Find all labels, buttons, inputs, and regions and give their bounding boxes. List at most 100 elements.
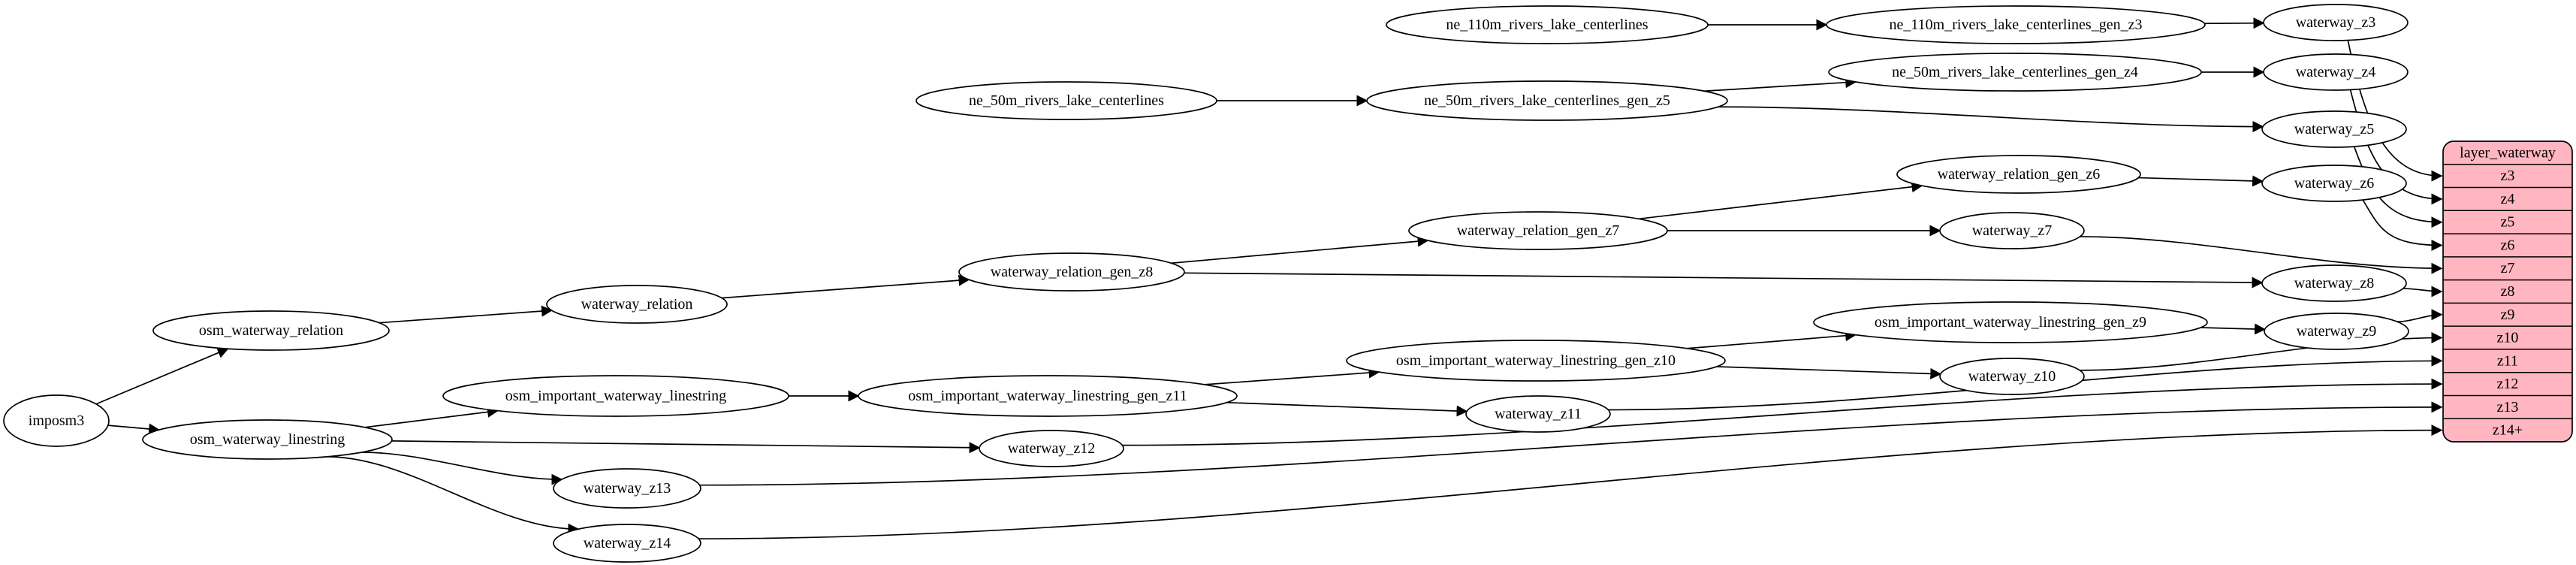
node-shape-waterway_z9 xyxy=(2264,313,2409,350)
table-row-z10: z10 xyxy=(2497,330,2519,346)
node-label-waterway_relation_gen_z7: waterway_relation_gen_z7 xyxy=(1457,222,1620,239)
node-waterway_z11: waterway_z11 xyxy=(1465,395,1611,433)
table-row-z8: z8 xyxy=(2501,283,2515,300)
node-waterway_z9: waterway_z9 xyxy=(2264,313,2409,350)
node-waterway_relation: waterway_relation xyxy=(546,285,728,324)
node-waterway_relation_gen_z7: waterway_relation_gen_z7 xyxy=(1408,211,1668,250)
node-label-waterway_z12: waterway_z12 xyxy=(1008,440,1096,457)
node-ne_50m_rivers_lake_centerlines_gen_z4: ne_50m_rivers_lake_centerlines_gen_z4 xyxy=(1828,53,2202,92)
table-row-z6: z6 xyxy=(2501,237,2515,253)
node-osm_important_waterway_linestring_gen_z10: osm_important_waterway_linestring_gen_z1… xyxy=(1346,340,1726,382)
edge-osm_important_waterway_linestring_gen_z11-to-osm_important_waterway_linestring_gen_z10 xyxy=(1204,367,1380,385)
edge-osm_waterway_linestring-to-waterway_z12 xyxy=(391,440,981,454)
table-row-z9: z9 xyxy=(2501,307,2515,323)
edge-osm_waterway_relation-to-waterway_relation xyxy=(379,305,554,324)
node-shape-waterway_z13 xyxy=(553,468,701,509)
edge-waterway_z5-to-layer_waterway.z5 xyxy=(2353,146,2443,228)
node-waterway_z8: waterway_z8 xyxy=(2261,264,2407,302)
node-waterway_z3: waterway_z3 xyxy=(2263,4,2409,41)
table-title: layer_waterway xyxy=(2460,144,2556,161)
node-shape-waterway_relation xyxy=(546,285,728,324)
edge-waterway_relation_gen_z6-to-waterway_z6 xyxy=(2138,175,2264,187)
node-waterway_relation_gen_z6: waterway_relation_gen_z6 xyxy=(1896,155,2141,194)
node-label-osm_waterway_relation: osm_waterway_relation xyxy=(199,322,343,339)
edge-ne_110m_rivers_lake_centerlines_gen_z3-to-waterway_z3 xyxy=(2204,17,2265,29)
node-label-waterway_relation: waterway_relation xyxy=(581,296,693,313)
node-label-imposm3: imposm3 xyxy=(29,412,84,429)
node-shape-waterway_relation_gen_z8 xyxy=(958,252,1185,292)
node-ne_50m_rivers_lake_centerlines: ne_50m_rivers_lake_centerlines xyxy=(915,81,1217,120)
table-row-z13: z13 xyxy=(2497,399,2519,415)
node-shape-waterway_relation_gen_z6 xyxy=(1896,155,2141,194)
node-label-waterway_relation_gen_z6: waterway_relation_gen_z6 xyxy=(1938,166,2101,183)
node-shape-imposm3 xyxy=(3,394,110,447)
edge-waterway_z7-to-layer_waterway.z7 xyxy=(2080,236,2443,274)
node-waterway_z7: waterway_z7 xyxy=(1939,212,2085,249)
edge-imposm3-to-osm_waterway_relation xyxy=(95,347,229,405)
node-shape-waterway_z8 xyxy=(2261,264,2407,302)
edge-waterway_z14-to-layer_waterway.z14+ xyxy=(698,425,2443,539)
edge-waterway_z12-to-layer_waterway.z12 xyxy=(1122,378,2443,446)
node-shape-osm_waterway_linestring xyxy=(142,419,393,460)
node-label-waterway_z7: waterway_z7 xyxy=(1972,222,2053,239)
node-waterway_z12: waterway_z12 xyxy=(979,430,1124,467)
node-shape-waterway_z10 xyxy=(1939,358,2085,395)
node-label-waterway_relation_gen_z8: waterway_relation_gen_z8 xyxy=(991,264,1154,280)
node-label-waterway_z4: waterway_z4 xyxy=(2296,64,2376,80)
node-label-ne_50m_rivers_lake_centerlines: ne_50m_rivers_lake_centerlines xyxy=(969,92,1164,109)
node-label-waterway_z13: waterway_z13 xyxy=(584,480,671,497)
node-shape-ne_110m_rivers_lake_centerlines xyxy=(1386,5,1709,44)
table-row-z4: z4 xyxy=(2501,191,2515,207)
table-row-z7: z7 xyxy=(2501,260,2515,276)
node-label-ne_50m_rivers_lake_centerlines_gen_z4: ne_50m_rivers_lake_centerlines_gen_z4 xyxy=(1892,64,2138,80)
node-waterway_relation_gen_z8: waterway_relation_gen_z8 xyxy=(958,252,1185,292)
node-waterway_z5: waterway_z5 xyxy=(2261,110,2407,148)
node-osm_important_waterway_linestring_gen_z11: osm_important_waterway_linestring_gen_z1… xyxy=(858,375,1238,417)
edge-ne_50m_rivers_lake_centerlines_gen_z5-to-waterway_z5 xyxy=(1718,106,2264,133)
node-ne_110m_rivers_lake_centerlines: ne_110m_rivers_lake_centerlines xyxy=(1386,5,1709,44)
edge-waterway_relation-to-waterway_relation_gen_z8 xyxy=(721,274,970,299)
node-shape-osm_waterway_relation xyxy=(152,310,390,351)
table-row-z12: z12 xyxy=(2497,376,2519,392)
node-shape-waterway_relation_gen_z7 xyxy=(1408,211,1668,250)
node-ne_110m_rivers_lake_centerlines_gen_z3: ne_110m_rivers_lake_centerlines_gen_z3 xyxy=(1826,5,2206,44)
table-row-z5: z5 xyxy=(2501,214,2515,231)
node-label-osm_important_waterway_linestring_gen_z9: osm_important_waterway_linestring_gen_z9 xyxy=(1875,314,2146,331)
node-shape-waterway_z6 xyxy=(2261,165,2407,202)
node-label-waterway_z6: waterway_z6 xyxy=(2294,175,2375,192)
node-label-waterway_z14: waterway_z14 xyxy=(584,535,671,551)
node-waterway_z10: waterway_z10 xyxy=(1939,358,2085,395)
node-label-waterway_z8: waterway_z8 xyxy=(2294,275,2375,292)
edge-waterway_relation_gen_z8-to-waterway_relation_gen_z7 xyxy=(1171,235,1429,264)
node-osm_waterway_relation: osm_waterway_relation xyxy=(152,310,390,351)
node-shape-ne_50m_rivers_lake_centerlines_gen_z5 xyxy=(1366,80,1728,121)
node-label-osm_important_waterway_linestring_gen_z11: osm_important_waterway_linestring_gen_z1… xyxy=(908,388,1187,404)
node-label-waterway_z9: waterway_z9 xyxy=(2297,323,2377,340)
node-osm_important_waterway_linestring_gen_z9: osm_important_waterway_linestring_gen_z9 xyxy=(1813,301,2208,343)
node-shape-osm_important_waterway_linestring xyxy=(442,375,789,417)
nodes-layer: imposm3osm_waterway_relationosm_waterway… xyxy=(3,4,2409,563)
node-label-ne_110m_rivers_lake_centerlines: ne_110m_rivers_lake_centerlines xyxy=(1446,17,1648,33)
edge-ne_50m_rivers_lake_centerlines_gen_z5-to-ne_50m_rivers_lake_centerlines_gen_z4 xyxy=(1704,77,1857,92)
node-waterway_z14: waterway_z14 xyxy=(553,524,701,563)
node-label-osm_important_waterway_linestring_gen_z10: osm_important_waterway_linestring_gen_z1… xyxy=(1396,352,1676,369)
edge-osm_important_waterway_linestring_gen_z10-to-waterway_z10 xyxy=(1716,366,1942,379)
node-label-osm_important_waterway_linestring: osm_important_waterway_linestring xyxy=(505,388,726,404)
node-waterway_z4: waterway_z4 xyxy=(2263,53,2409,91)
table-row-z11: z11 xyxy=(2497,352,2518,369)
node-osm_important_waterway_linestring: osm_important_waterway_linestring xyxy=(442,375,789,417)
edges-layer xyxy=(95,17,2443,539)
node-label-waterway_z3: waterway_z3 xyxy=(2296,14,2376,31)
edge-waterway_z13-to-layer_waterway.z13 xyxy=(699,401,2443,486)
node-shape-ne_110m_rivers_lake_centerlines_gen_z3 xyxy=(1826,5,2206,44)
table-row-z3: z3 xyxy=(2501,168,2515,184)
node-label-waterway_z11: waterway_z11 xyxy=(1495,406,1582,422)
edge-osm_important_waterway_linestring_gen_z9-to-waterway_z9 xyxy=(2200,323,2267,335)
table-row-z14+: z14+ xyxy=(2493,422,2523,439)
edge-waterway_z9-to-layer_waterway.z9 xyxy=(2397,309,2443,322)
node-label-waterway_z5: waterway_z5 xyxy=(2294,121,2375,137)
edge-waterway_z8-to-layer_waterway.z8 xyxy=(2403,286,2443,298)
node-label-ne_110m_rivers_lake_centerlines_gen_z3: ne_110m_rivers_lake_centerlines_gen_z3 xyxy=(1890,17,2143,33)
node-waterway_z6: waterway_z6 xyxy=(2261,165,2407,202)
